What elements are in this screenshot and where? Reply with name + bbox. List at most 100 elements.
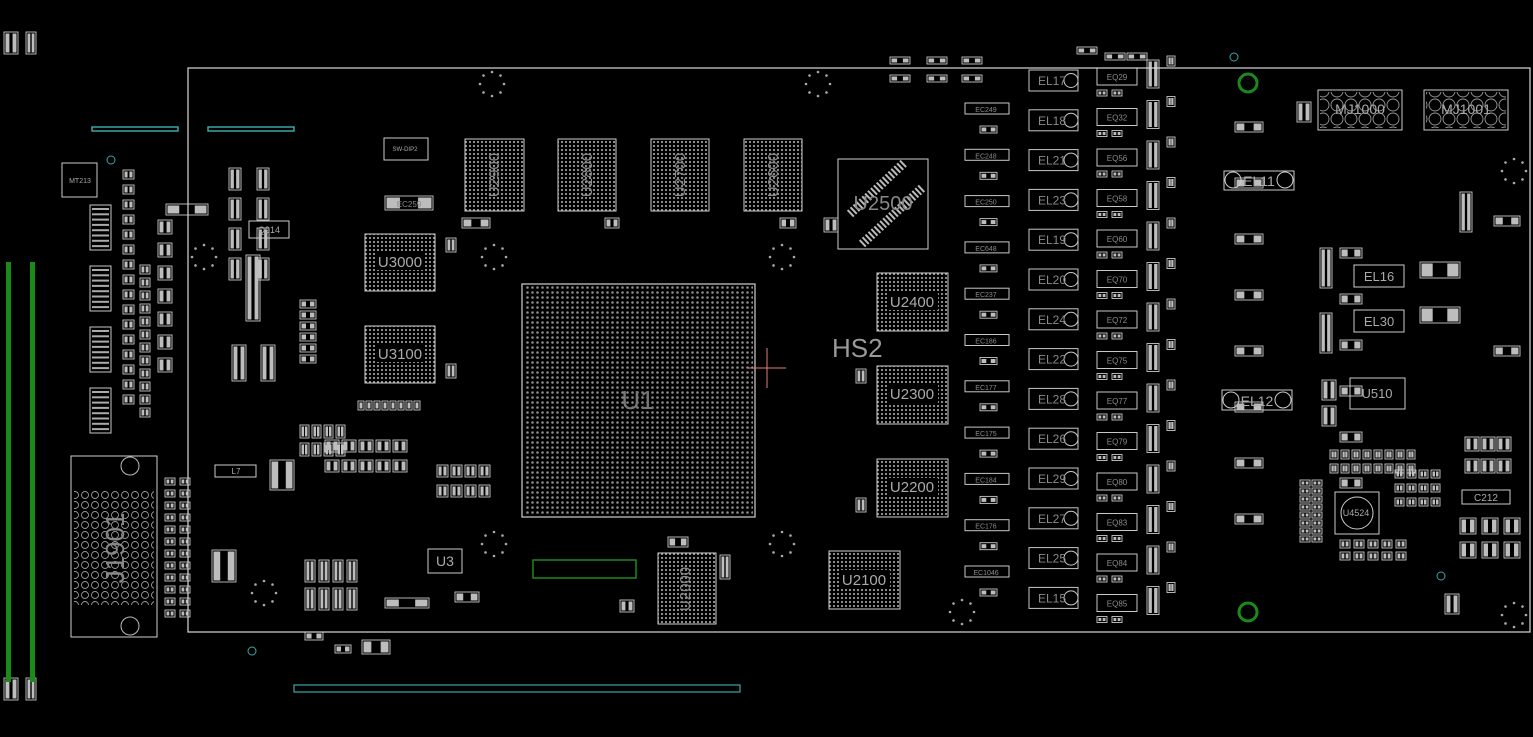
eq-small <box>1111 575 1123 583</box>
eq-vert-small-pad2 <box>1171 381 1174 389</box>
right-small-pad <box>1323 407 1328 425</box>
eq-small-pad2 <box>1102 213 1106 216</box>
mid-left-part <box>228 257 242 281</box>
ic-area-res <box>1395 449 1405 460</box>
chip-u3000[interactable]: U3000 <box>364 233 436 292</box>
right-small-pad2 <box>1354 433 1361 441</box>
ic-area-res <box>1406 483 1417 493</box>
chip-u2000[interactable]: U2000 <box>657 552 717 625</box>
eq-vert <box>1146 221 1160 251</box>
ic-area-res-pad2 <box>1334 465 1337 472</box>
chip-u3[interactable]: U3 <box>427 548 463 574</box>
left-resistor-pad2 <box>145 318 149 325</box>
ic-area-res-pad <box>1313 513 1317 517</box>
capacitor-c212[interactable]: C212 <box>1461 489 1511 505</box>
el-inductor-ring <box>1063 550 1079 566</box>
right-small-pad <box>1341 295 1348 303</box>
ic-area-res-pad <box>1432 485 1436 491</box>
mid-left-part-pad2 <box>264 229 268 249</box>
eq-vert-small-pad <box>1168 179 1171 186</box>
svg-text:EL16: EL16 <box>1364 269 1394 284</box>
ic-area-res <box>1311 519 1323 527</box>
eq-small <box>1096 494 1108 502</box>
inductor-el30[interactable]: EL30 <box>1353 309 1405 333</box>
side-part-pad <box>447 239 451 251</box>
top-small-part-pad2 <box>974 76 981 81</box>
eq-vert-pad <box>1148 426 1152 451</box>
via-ring <box>501 551 504 554</box>
ec-small-pad <box>981 220 987 225</box>
side-part-pad2 <box>725 556 729 578</box>
ec-cap-label: EC177 <box>975 385 997 392</box>
eq-vert-small-pad2 <box>1171 503 1174 510</box>
memory-chip-u2600[interactable]: U2600 <box>743 138 803 212</box>
j-res-pad <box>181 491 185 496</box>
eq-vert-pad <box>1148 183 1152 208</box>
switch-sw-dip2[interactable]: SW-DIP2 <box>383 137 429 161</box>
eq-transistor <box>1096 189 1138 207</box>
eq-small-pad <box>1098 172 1102 176</box>
ec-small-pad2 <box>990 497 996 502</box>
svg-text:EL30: EL30 <box>1364 314 1394 329</box>
cluster-part <box>375 459 391 473</box>
ic-area-res <box>1351 449 1361 460</box>
ic-area-res-pad <box>1301 481 1305 485</box>
j-res <box>164 501 176 510</box>
j-res-pad2 <box>170 599 174 604</box>
j-res-pad2 <box>170 551 174 556</box>
cluster-part <box>478 464 491 478</box>
eq-vert <box>1146 59 1160 89</box>
inductor-el11[interactable]: EL11 <box>1223 170 1295 191</box>
chip-u3100[interactable]: U3100 <box>364 325 436 384</box>
connector-mj1001[interactable]: MJ1001 <box>1423 89 1509 131</box>
chip-u2200[interactable]: U2200 <box>876 458 949 518</box>
ec-small <box>979 403 998 412</box>
inductor-el16[interactable]: EL16 <box>1353 264 1405 288</box>
svg-text:U2300: U2300 <box>890 386 934 403</box>
chip-u510[interactable]: U510 <box>1349 377 1406 410</box>
eq-small <box>1096 211 1108 218</box>
chip-u2500[interactable]: U2500 <box>837 158 929 250</box>
ec-small-pad2 <box>990 405 996 410</box>
ic-area-res-pad2 <box>1378 451 1381 458</box>
j-res <box>179 597 191 606</box>
memory-chip-u2700[interactable]: U2700 <box>650 138 710 212</box>
ec-small-pad <box>981 590 987 595</box>
mid-part <box>299 354 317 364</box>
via-ring <box>482 91 485 94</box>
chip-u2100[interactable]: U2100 <box>828 550 901 610</box>
transistor-q914[interactable]: Q914 <box>248 220 290 239</box>
ic-area-res-pad2 <box>1435 471 1439 477</box>
chip-u2400[interactable]: U2400 <box>876 272 949 332</box>
el-inductor-ring <box>1063 590 1079 606</box>
right-small-pad <box>1341 249 1348 257</box>
chip-u2300[interactable]: U2300 <box>876 365 949 425</box>
right-small-pad <box>1323 381 1328 399</box>
ic-area-res <box>1353 551 1365 561</box>
left-resistor <box>139 394 151 405</box>
cluster-part-pad <box>452 486 456 496</box>
eq-vert-pad <box>1148 61 1152 87</box>
connector-j1901[interactable]: J1901 <box>70 455 158 638</box>
inductor-el12[interactable]: EL12 <box>1221 389 1293 411</box>
cluster-part-pad2 <box>350 461 355 471</box>
chip-u4524[interactable]: U4524 <box>1334 491 1380 535</box>
memory-chip-u2900[interactable]: U2900 <box>464 138 525 212</box>
ic-area-res <box>1406 497 1417 507</box>
gpu-u1[interactable]: U1 <box>521 283 756 518</box>
el-inductor-ring <box>1063 471 1079 486</box>
via-ring <box>789 534 792 537</box>
connector-mj1000[interactable]: MJ1000 <box>1317 89 1403 131</box>
ic-area-res-pad2 <box>1387 553 1391 559</box>
via-ring <box>490 94 494 98</box>
right-square-pad2 <box>1505 460 1510 472</box>
inductor-l7[interactable]: L7 <box>214 464 257 478</box>
j-res-pad <box>181 551 185 556</box>
j-res-pad <box>166 479 170 484</box>
ic-area-res-pad <box>1397 541 1401 547</box>
memory-chip-u2800[interactable]: U2800 <box>557 138 617 212</box>
mount-mt213[interactable]: MT213 <box>61 162 98 198</box>
left-resistor-pad <box>141 370 145 377</box>
left-resistor-pad2 <box>129 396 133 403</box>
